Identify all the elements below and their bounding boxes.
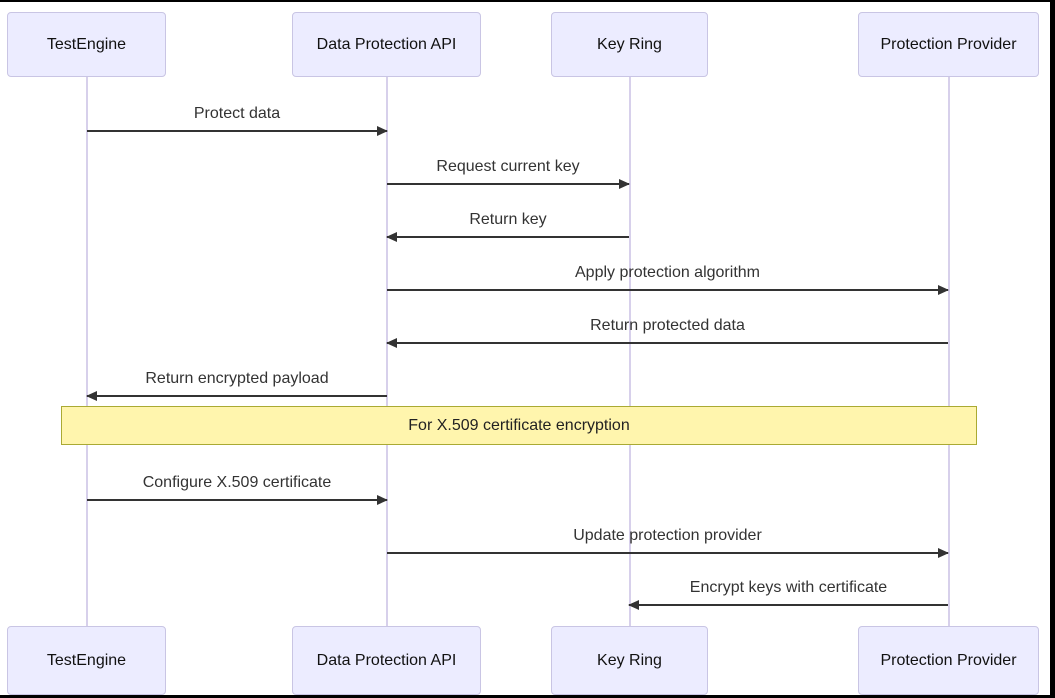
actor-label: Protection Provider (880, 651, 1017, 669)
message-label: Apply protection algorithm (575, 264, 760, 281)
message-label: Protect data (193, 105, 281, 122)
message-line (387, 342, 948, 344)
arrowhead-left-icon (628, 600, 639, 610)
arrowhead-left-icon (386, 338, 397, 348)
message-encrypt-keys-with-certificate: Encrypt keys with certificate (628, 574, 948, 610)
actor-label: TestEngine (46, 651, 127, 669)
actor-data-protection-api-top: Data Protection API (292, 12, 481, 77)
message-line (87, 395, 387, 397)
message-update-protection-provider: Update protection provider (387, 522, 949, 558)
note-label: For X.509 certificate encryption (408, 416, 630, 434)
lifeline-protection-provider (948, 77, 950, 626)
arrowhead-left-icon (86, 391, 97, 401)
actor-label: Key Ring (597, 651, 662, 669)
actor-key-ring-bottom: Key Ring (551, 626, 708, 695)
message-line (387, 236, 629, 238)
message-configure-x509-certificate: Configure X.509 certificate (87, 469, 388, 505)
message-apply-protection-algorithm: Apply protection algorithm (387, 259, 949, 295)
message-label: Return encrypted payload (145, 370, 329, 387)
lifeline-key-ring (629, 77, 631, 626)
message-line (387, 552, 948, 554)
arrowhead-right-icon (377, 126, 388, 136)
actor-label: Data Protection API (316, 651, 457, 669)
message-label: Configure X.509 certificate (142, 474, 332, 491)
actor-data-protection-api-bottom: Data Protection API (292, 626, 481, 695)
actor-label: Key Ring (597, 35, 662, 53)
message-return-protected-data: Return protected data (386, 312, 948, 348)
lifeline-testengine (86, 77, 88, 626)
actor-testengine-top: TestEngine (7, 12, 166, 77)
message-label: Update protection provider (573, 527, 762, 544)
arrowhead-right-icon (377, 495, 388, 505)
message-label: Encrypt keys with certificate (689, 579, 888, 596)
note-x509-certificate-encryption: For X.509 certificate encryption (61, 406, 977, 445)
message-return-encrypted-payload: Return encrypted payload (86, 365, 387, 401)
message-line (87, 130, 387, 132)
arrowhead-right-icon (619, 179, 630, 189)
actor-label: Protection Provider (880, 35, 1017, 53)
message-label: Return protected data (590, 317, 745, 334)
arrowhead-left-icon (386, 232, 397, 242)
message-request-current-key: Request current key (387, 153, 630, 189)
actor-testengine-bottom: TestEngine (7, 626, 166, 695)
actor-key-ring-top: Key Ring (551, 12, 708, 77)
message-line (387, 289, 948, 291)
arrowhead-right-icon (938, 285, 949, 295)
message-line (387, 183, 629, 185)
message-protect-data: Protect data (87, 100, 388, 136)
actor-protection-provider-bottom: Protection Provider (858, 626, 1039, 695)
message-return-key: Return key (386, 206, 629, 242)
actor-label: Data Protection API (316, 35, 457, 53)
actor-protection-provider-top: Protection Provider (858, 12, 1039, 77)
actor-label: TestEngine (46, 35, 127, 53)
lifeline-data-protection-api (386, 77, 388, 626)
message-line (629, 604, 948, 606)
message-line (87, 499, 387, 501)
message-label: Request current key (436, 158, 580, 175)
message-label: Return key (469, 211, 547, 228)
arrowhead-right-icon (938, 548, 949, 558)
